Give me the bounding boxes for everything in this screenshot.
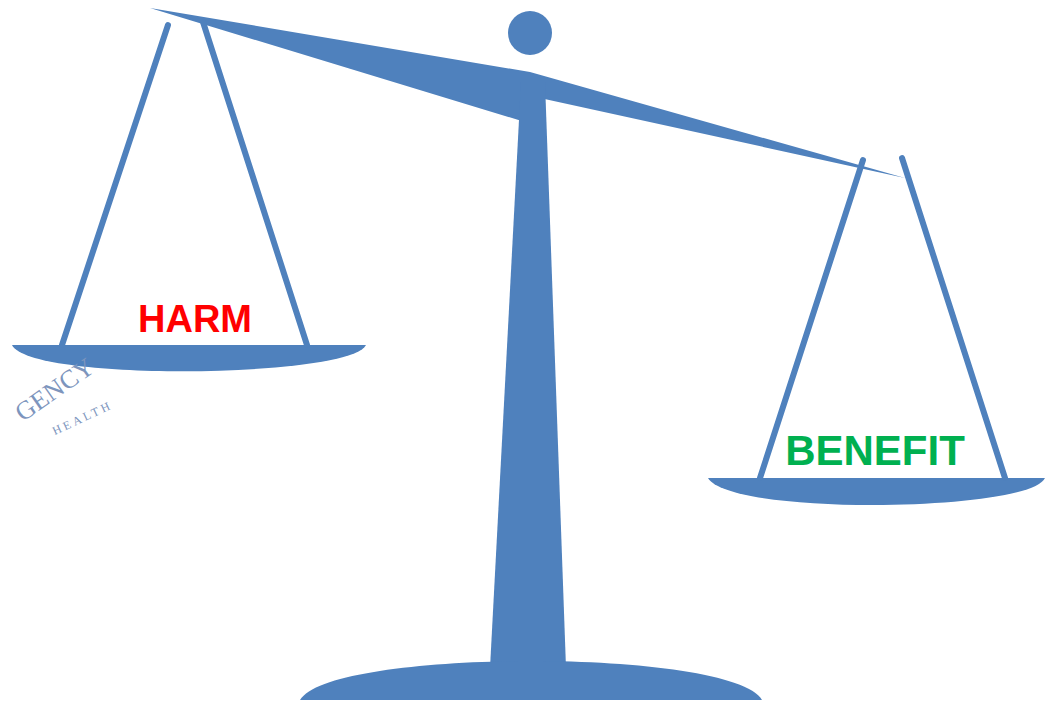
pan-string bbox=[62, 25, 168, 345]
scale-post bbox=[490, 82, 566, 668]
scale-knob bbox=[508, 11, 552, 55]
right-pan bbox=[708, 478, 1045, 505]
harm-pan: HARM bbox=[134, 296, 256, 342]
watermark-word: HEALTH bbox=[50, 399, 114, 437]
pan-label: BENEFIT bbox=[785, 430, 965, 472]
pan-string bbox=[203, 22, 307, 345]
pan-label: HARM bbox=[138, 300, 252, 338]
benefit-pan: BENEFIT bbox=[781, 426, 969, 476]
scale-base bbox=[300, 661, 762, 700]
